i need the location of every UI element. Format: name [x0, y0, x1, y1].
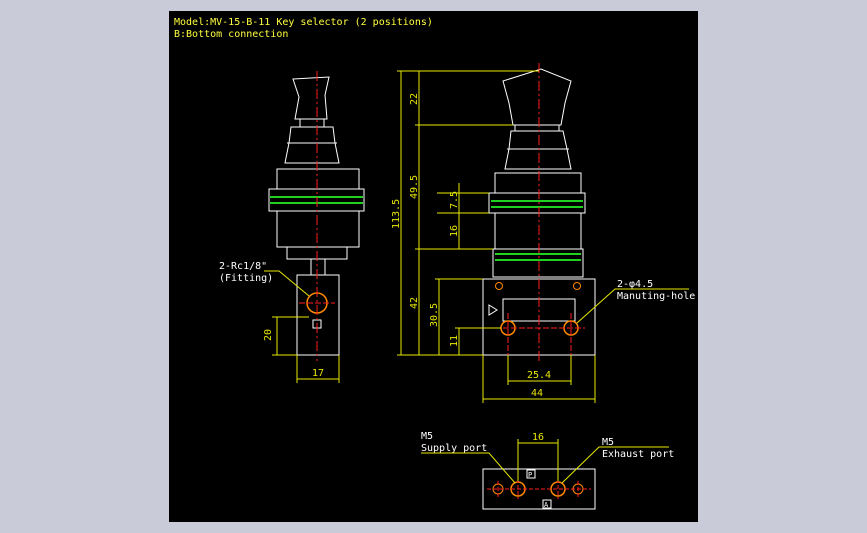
front-arrow-icon — [488, 304, 498, 316]
dim-30-5-text: 30.5 — [429, 303, 440, 327]
front-top-hole-left — [495, 282, 503, 290]
dim-17-text: 17 — [312, 368, 324, 379]
title-line-1: Model:MV-15-B-11 Key selector (2 positio… — [174, 17, 433, 28]
dim-16-horizontal — [517, 439, 559, 481]
front-body-lower — [492, 248, 584, 278]
title-line-2: B:Bottom connection — [174, 29, 288, 40]
side-collar — [276, 168, 360, 190]
port-fitting-label-1: 2-Rc1/8" — [219, 261, 267, 272]
supply-port-label: Supply port — [421, 443, 487, 454]
m5-supply-label: M5 — [421, 431, 433, 442]
exhaust-port-leader — [561, 446, 669, 484]
bottom-centerlines — [487, 479, 591, 499]
dim-17 — [296, 355, 340, 383]
dim-11-text: 11 — [449, 335, 460, 347]
front-collar — [494, 172, 582, 194]
side-cap — [284, 126, 340, 164]
dim-25-4-text: 25.4 — [527, 370, 551, 381]
bottom-a-label: A — [544, 501, 549, 509]
dim-113-5-text: 113.5 — [391, 199, 402, 229]
technical-drawing: Model:MV-15-B-11 Key selector (2 positio… — [174, 17, 695, 510]
mount-hole-label-1: 2-φ4.5 — [617, 279, 653, 290]
dim-49-5-text: 49.5 — [409, 175, 420, 199]
dim-20 — [272, 316, 309, 356]
horizontal-dimensions — [482, 355, 596, 403]
dim-16-vertical-text: 16 — [449, 225, 460, 237]
side-body-upper — [276, 210, 360, 248]
front-ring — [488, 192, 586, 214]
side-stem — [310, 258, 326, 276]
side-knob — [292, 76, 330, 120]
side-base — [296, 274, 340, 356]
bottom-view — [482, 468, 596, 510]
vertical-dimensions — [397, 70, 539, 356]
front-green-bands — [491, 200, 583, 261]
front-cap — [504, 130, 572, 170]
side-knob-neck — [299, 119, 325, 128]
m5-exhaust-label: M5 — [602, 437, 614, 448]
bottom-base — [482, 468, 596, 510]
exhaust-port-label: Exhaust port — [602, 449, 674, 460]
front-body-upper — [494, 212, 582, 250]
bottom-p-marker — [526, 469, 536, 479]
dim-20-text: 20 — [263, 329, 274, 341]
bottom-p-label: P — [528, 471, 532, 479]
drawing-canvas: Model:MV-15-B-11 Key selector (2 positio… — [169, 11, 698, 522]
bottom-a-marker — [542, 499, 552, 509]
front-knob — [502, 68, 572, 126]
dim-16-horizontal-text: 16 — [532, 432, 544, 443]
dim-42-text: 42 — [409, 297, 420, 309]
supply-port-leader — [421, 452, 516, 484]
dim-7-5-text: 7.5 — [449, 191, 460, 209]
dim-44-text: 44 — [531, 388, 543, 399]
mount-hole-leader — [576, 288, 689, 324]
mount-hole-label-2: Manuting-hole — [617, 291, 695, 302]
port-fitting-leader — [264, 270, 310, 297]
port-fitting-label-2: (Fitting) — [219, 273, 273, 284]
dim-22-text: 22 — [409, 93, 420, 105]
front-view — [482, 68, 596, 356]
front-top-hole-right — [573, 282, 581, 290]
